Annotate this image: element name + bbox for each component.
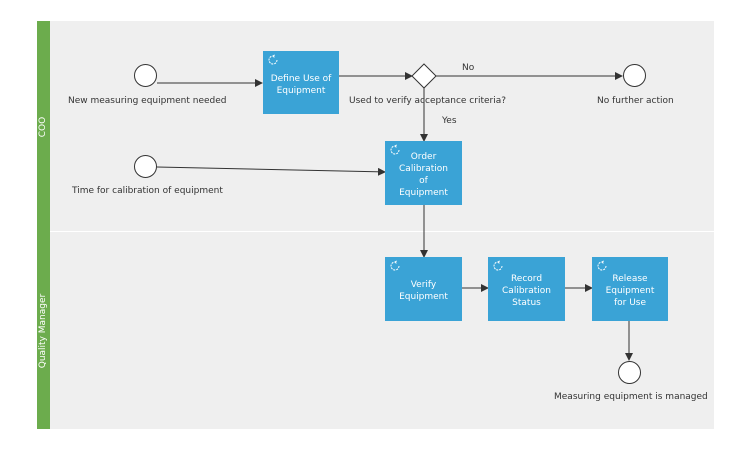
gateway-no-label: No [462, 63, 475, 73]
gateway-yes-label: Yes [442, 116, 457, 126]
loop-icon [493, 260, 503, 271]
end-event-no-action-label: No further action [597, 96, 674, 106]
task-verify-equipment-label: Verify Equipment [399, 280, 448, 302]
task-record-status-label: Record Calibration Status [502, 274, 551, 308]
flow-calibration-to-order [156, 166, 386, 176]
task-define-use[interactable]: Define Use of Equipment [263, 51, 339, 114]
loop-icon [390, 144, 400, 155]
end-event-managed[interactable] [618, 361, 641, 384]
task-record-status[interactable]: Record Calibration Status [488, 257, 565, 321]
loop-icon [390, 260, 400, 271]
task-order-calibration[interactable]: Order Calibration of Equipment [385, 141, 462, 205]
loop-icon [597, 260, 607, 271]
start-event-calibration[interactable] [134, 155, 157, 178]
task-verify-equipment[interactable]: Verify Equipment [385, 257, 462, 321]
lane-divider [50, 231, 714, 232]
gateway-question-label: Used to verify acceptance criteria? [349, 96, 507, 106]
start-event-new-equipment-label: New measuring equipment needed [68, 96, 227, 106]
lane-coo [37, 21, 714, 232]
loop-icon [268, 54, 278, 65]
lane-quality-manager-bar [37, 232, 50, 429]
task-order-calibration-label: Order Calibration of Equipment [399, 152, 448, 198]
end-event-managed-label: Measuring equipment is managed [554, 392, 708, 402]
start-event-calibration-label: Time for calibration of equipment [72, 186, 223, 196]
end-event-no-action[interactable] [623, 64, 646, 87]
task-release-equipment[interactable]: Release Equipment for Use [592, 257, 668, 321]
gateway-diamond [411, 63, 437, 89]
task-release-equipment-label: Release Equipment for Use [605, 274, 655, 308]
start-event-new-equipment[interactable] [134, 64, 157, 87]
lane-coo-bar [37, 21, 50, 232]
task-define-use-label: Define Use of Equipment [270, 73, 332, 96]
